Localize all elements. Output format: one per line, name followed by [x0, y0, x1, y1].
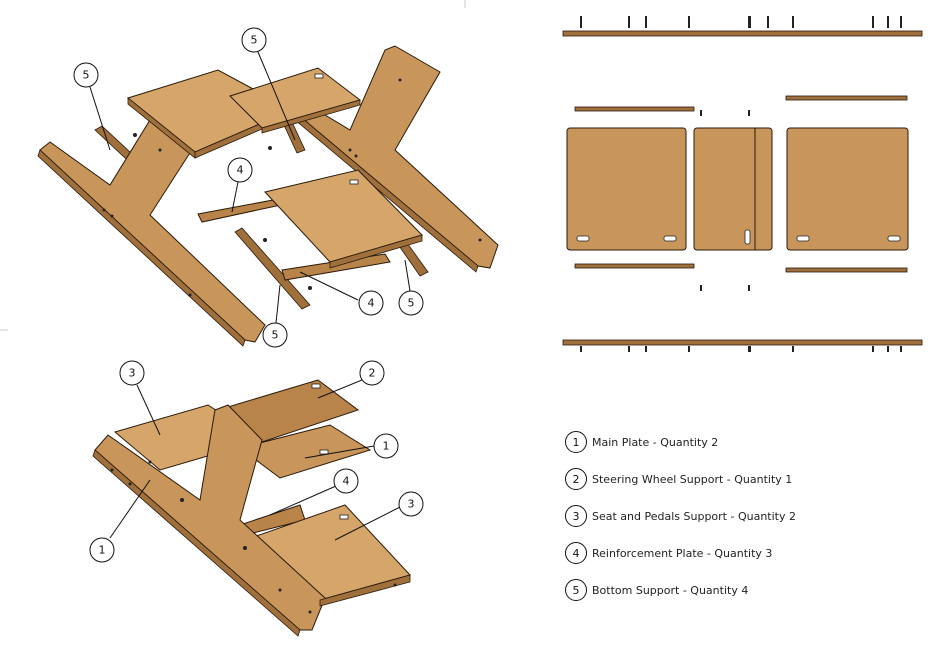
legend-label: Bottom Support - Quantity 4	[592, 583, 749, 597]
balloon-exploded-4: 4	[358, 290, 384, 316]
balloon-assembled-2: 2	[359, 360, 385, 386]
svg-text:1: 1	[99, 544, 106, 557]
bottom-strip-view	[562, 339, 923, 346]
assembled-view	[92, 379, 411, 637]
legend-item-steering-wheel-support: 2 Steering Wheel Support - Quantity 1	[565, 467, 792, 491]
main-plate-part	[289, 45, 499, 269]
slot	[796, 235, 810, 242]
svg-text:2: 2	[369, 367, 376, 380]
svg-text:4: 4	[237, 164, 244, 177]
support-side-view	[574, 106, 695, 112]
slot	[339, 514, 349, 520]
main-plate-part	[238, 424, 372, 479]
legend-item-seat-pedals-support: 3 Seat and Pedals Support - Quantity 2	[565, 504, 796, 528]
exploded-view	[37, 45, 499, 347]
main-plate-edge	[37, 149, 246, 347]
bolts-row	[580, 16, 902, 352]
main-plate-edge	[92, 449, 301, 637]
balloon-exploded-5: 5	[398, 290, 424, 316]
orthographic-views	[562, 16, 923, 352]
slot	[314, 73, 324, 79]
balloon-exploded-1: 5	[73, 62, 99, 88]
legend-label: Seat and Pedals Support - Quantity 2	[592, 509, 796, 523]
legend-number: 5	[565, 579, 587, 601]
balloon-assembled-3: 1	[373, 433, 399, 459]
svg-text:5: 5	[408, 297, 415, 310]
legend-label: Reinforcement Plate - Quantity 3	[592, 546, 773, 560]
main-plate-part	[94, 404, 326, 631]
legend-number: 3	[565, 505, 587, 527]
legend-number: 2	[565, 468, 587, 490]
balloon-assembled-1: 3	[119, 360, 145, 386]
balloon-assembled-4: 4	[333, 468, 359, 494]
svg-text:5: 5	[272, 329, 279, 342]
slot	[576, 235, 590, 242]
balloon-exploded-3: 4	[227, 157, 253, 183]
legend-number: 1	[565, 431, 587, 453]
legend-item-reinforcement-plate: 4 Reinforcement Plate - Quantity 3	[565, 541, 772, 565]
plate-edge	[261, 99, 361, 134]
legend-item-bottom-support: 5 Bottom Support - Quantity 4	[565, 578, 748, 602]
balloon-exploded-6: 5	[262, 322, 288, 348]
support-side-view	[574, 263, 695, 269]
legend-item-main-plate: 1 Main Plate - Quantity 2	[565, 430, 718, 454]
support-side-view	[785, 267, 908, 273]
pedal-plate-view	[786, 127, 909, 251]
slot	[887, 235, 901, 242]
slot	[319, 449, 329, 455]
balloon-assembled-5: 3	[398, 491, 424, 517]
slot	[663, 235, 677, 242]
legend-label: Steering Wheel Support - Quantity 1	[592, 472, 793, 486]
steering-plate-view	[693, 127, 773, 251]
slot	[349, 179, 359, 185]
main-plate-part	[39, 117, 266, 343]
svg-text:5: 5	[83, 69, 90, 82]
svg-text:1: 1	[383, 440, 390, 453]
bottom-support-part	[234, 227, 311, 310]
bolt-holes	[110, 460, 397, 614]
leaders	[89, 51, 411, 541]
svg-text:4: 4	[368, 297, 375, 310]
svg-text:3: 3	[129, 367, 136, 380]
balloon-assembled-6: 1	[89, 537, 115, 563]
svg-text:5: 5	[251, 34, 258, 47]
top-strip-view	[562, 30, 923, 37]
slot	[744, 229, 751, 245]
legend-label: Main Plate - Quantity 2	[592, 435, 719, 449]
plate-edge	[319, 574, 411, 607]
slot	[311, 383, 321, 389]
seat-plate-view	[566, 127, 687, 251]
bolt-holes	[102, 78, 482, 297]
svg-text:4: 4	[343, 475, 350, 488]
plate-edge	[329, 234, 423, 269]
legend-number: 4	[565, 542, 587, 564]
svg-text:3: 3	[408, 498, 415, 511]
balloon-exploded-2: 5	[241, 27, 267, 53]
support-side-view	[785, 95, 908, 101]
